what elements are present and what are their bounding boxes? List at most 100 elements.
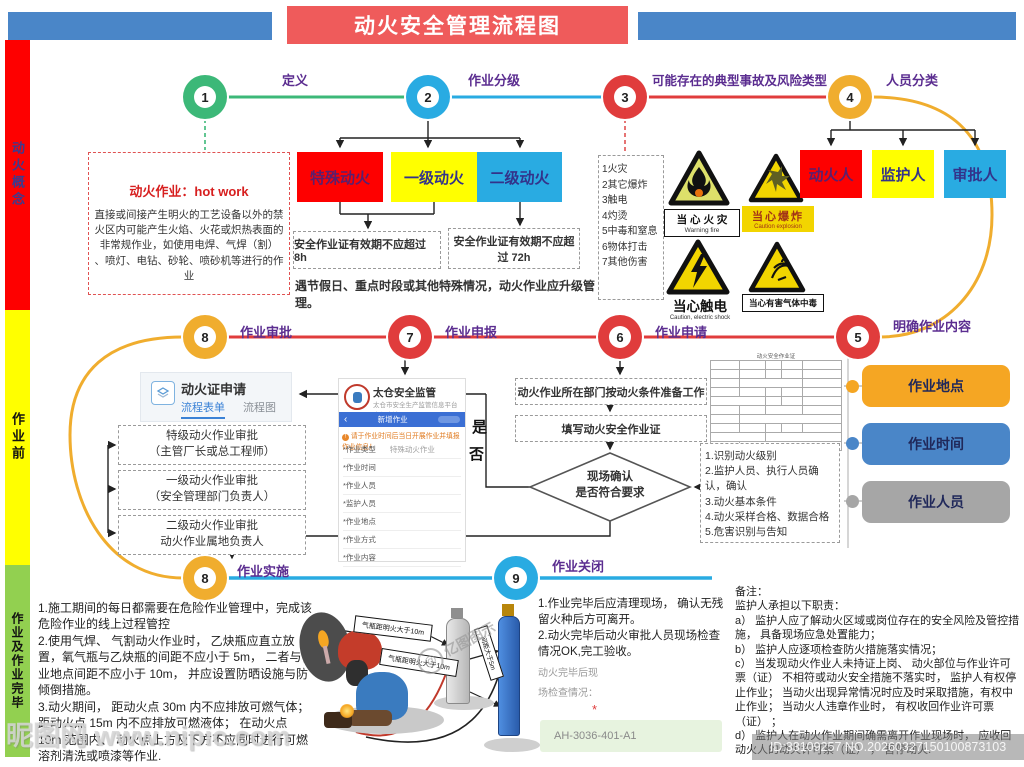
rail-phase-concept-label: 动火概念 (10, 141, 25, 209)
sample-permit-form: 动火安全作业证 (710, 352, 843, 451)
warning-gas-label: 当心有害气体中毒 (742, 294, 824, 312)
bubble-dot-people (846, 495, 859, 508)
stage-label-apply: 作业申请 (655, 325, 708, 340)
nipic-watermark: 昵图网 www.nipic.com (6, 721, 291, 751)
bubble-dot-location (846, 380, 859, 393)
step-circle-1: 1 (183, 75, 227, 119)
step-circle-8-implement: 8 (183, 556, 227, 600)
app-field-type[interactable]: *作业类型特殊动火作业 (343, 441, 461, 459)
app-logo-icon (344, 384, 370, 410)
closure-field-label-1: 动火完毕后现 (538, 668, 598, 679)
tab-process-diagram[interactable]: 流程图 (243, 402, 276, 414)
welder-illustration: 气瓶距明火大于10m 气瓶距明火大于10m 间距大于5m @ 亿图图示 (293, 598, 540, 763)
header-bar-left (8, 12, 272, 40)
validity-72h-box: 安全作业证有效期不应超过 72h (448, 228, 580, 269)
hotwork-checklist: 1.识别动火级别 2.监护人员、执行人员确认，确认 3.动火基本条件 4.动火采… (705, 450, 830, 539)
bubble-people: 作业人员 (862, 481, 1010, 523)
step-circle-3: 3 (603, 75, 647, 119)
rail-phase-before-label: 作业前 (10, 412, 25, 463)
cylinder2-shadow (484, 738, 540, 752)
page-title: 动火安全管理流程图 (287, 6, 628, 44)
layers-icon (151, 381, 175, 405)
inspection-input[interactable]: AH-3036-401-A1 (540, 720, 722, 752)
oxygen-valve (451, 608, 463, 618)
closure-notes: 1.作业完毕后应清理现场， 确认无残留火种后方可离开。 2.动火完毕后动火审批人… (538, 598, 724, 659)
back-icon[interactable]: ‹ (344, 414, 348, 425)
app-field-location[interactable]: *作业地点 (343, 513, 461, 531)
decision-no-label: 否 (469, 446, 485, 463)
step-circle-7: 7 (388, 315, 432, 359)
approval-box-level2: 二级动火作业审批 动火作业属地负责人 (118, 515, 306, 555)
rail-phase-after-label: 作业及作业完毕 (10, 612, 24, 710)
app-field-guardian[interactable]: *监护人员 (343, 495, 461, 513)
stage-label-definition: 定义 (282, 73, 309, 88)
app-header-bar: ‹ 新增作业 (339, 412, 465, 427)
level-box-1: 一级动火 (391, 152, 477, 202)
stage-label-implement: 作业实施 (237, 564, 290, 579)
definition-box: 动火作业：hot work 直接或间接产生明火的工艺设备以外的禁火区内可能产生火… (88, 152, 290, 295)
step-circle-9: 9 (494, 556, 538, 600)
app-warning: ! 请于作业时间后当日开展作业并填报作业信息！ (342, 433, 460, 451)
app-field-content[interactable]: *作业内容 (343, 549, 461, 567)
app-form: *作业类型特殊动火作业 *作业时间 *作业人员 *监护人员 *作业地点 *作业方… (343, 441, 461, 567)
decision-yes-label: 是 (472, 419, 488, 436)
bubble-time: 作业时间 (862, 423, 1010, 465)
bubble-location: 作业地点 (862, 365, 1010, 407)
closure-field-label-2: 场检查情况： (538, 688, 598, 699)
stage-label-grading: 作业分级 (468, 73, 521, 88)
stage-label-content: 明确作业内容 (893, 319, 972, 334)
rail-phase-after: 作业及作业完毕 (5, 565, 30, 757)
bubble-dot-time (846, 437, 859, 450)
required-asterisk: * (592, 702, 598, 717)
stage-label-personnel: 人员分类 (886, 73, 939, 88)
warning-gas-icon (748, 240, 806, 299)
alert-icon: ! (342, 434, 349, 441)
weld-spark (340, 704, 354, 718)
app-field-time[interactable]: *作业时间 (343, 459, 461, 477)
stage-label-risks: 可能存在的典型事故及风险类型 (652, 74, 828, 88)
warning-shock-icon (666, 238, 730, 301)
prepare-box: 动火作业所在部门按动火条件准备工作 (515, 378, 707, 405)
app-field-people[interactable]: *作业人员 (343, 477, 461, 495)
rail-phase-before: 作业前 (5, 310, 30, 565)
app-field-method[interactable]: *作业方式 (343, 531, 461, 549)
person-box-approver: 审批人 (944, 150, 1006, 198)
fill-permit-box: 填写动火安全作业证 (515, 415, 707, 442)
app-header-title: 新增作业 (377, 415, 408, 424)
warning-explosion-label: 当心爆炸 Caution explosion (742, 206, 814, 232)
decision-diamond (528, 452, 692, 522)
remarks-block: 备注： 监护人承担以下职责： a） 监护人应了解动火区域或岗位存在的安全风险及管… (735, 586, 1020, 756)
step-circle-4: 4 (828, 75, 872, 119)
level-box-special: 特殊动火 (297, 152, 383, 202)
warning-fire-icon (668, 149, 730, 212)
stage-label-approval: 作业审批 (240, 325, 293, 340)
upgrade-note: 遇节假日、重点时段或其他特殊情况，动火作业应升级管理。 (295, 279, 596, 310)
level-box-2: 二级动火 (477, 152, 562, 202)
step-circle-6: 6 (598, 315, 642, 359)
step-circle-5: 5 (836, 315, 880, 359)
implementation-notes: 1.施工期间的每日都需要在危险作业管理中，完成该危险作业的线上过程管控 2.使用… (38, 601, 314, 763)
app-name: 太仓安全监管 (373, 387, 436, 399)
permit-apply-panel: 动火证申请 流程表单 流程图 (140, 372, 292, 422)
acetylene-valve (502, 604, 514, 616)
capsule-menu-icon[interactable] (438, 416, 460, 423)
hazard-list-box: 1火灾 2其它爆炸 3触电 4灼烫 5中毒和窒息 6物体打击 7其他伤害 (598, 155, 664, 300)
hazard-list: 1火灾 2其它爆炸 3触电 4灼烫 5中毒和窒息 6物体打击 7其他伤害 (602, 164, 658, 268)
person-box-guardian: 监护人 (872, 150, 934, 198)
app-mockup: 太仓安全监管 太仓市安全生产监管信息平台小程序端 ‹ 新增作业 ! 请于作业时间… (338, 378, 466, 567)
header-bar-right (638, 12, 1016, 40)
definition-body: 直接或间接产生明火的工艺设备以外的禁火区内可能产生火焰、火花或炽热表面的非常规作… (94, 209, 284, 282)
decision-diamond-label: 现场确认 是否符合要求 (575, 471, 645, 499)
sample-permit-table (710, 360, 843, 451)
approval-box-level1: 一级动火作业审批 （安全管理部门负责人） (118, 470, 306, 510)
welder-legs (348, 710, 392, 726)
approval-box-special: 特级动火作业审批 （主管厂长或总工程师） (118, 425, 306, 465)
person-box-operator: 动火人 (800, 150, 862, 198)
step-circle-8: 8 (183, 315, 227, 359)
tab-process-form[interactable]: 流程表单 (181, 399, 225, 419)
sample-permit-title: 动火安全作业证 (756, 354, 796, 360)
warning-shock-label: 当心触电 Caution, electric shock (669, 299, 731, 321)
definition-title: 动火作业：hot work (129, 184, 249, 199)
